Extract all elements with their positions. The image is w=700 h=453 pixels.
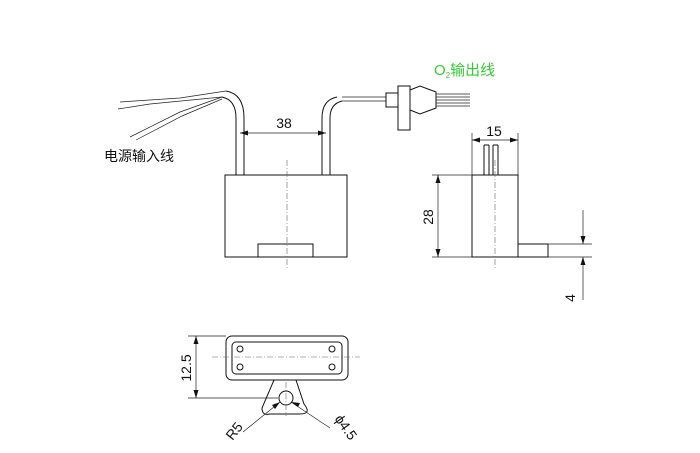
dim-body-height-label: 28: [420, 209, 436, 225]
dim-radius-label: R5: [222, 419, 246, 443]
dim-bottom-height: 12.5: [178, 335, 278, 399]
dim-tab-thickness-label: 4: [562, 294, 578, 302]
dim-lead-spacing-label: 38: [276, 115, 292, 131]
dim-lead-spacing: 38: [240, 115, 326, 136]
dim-bottom-height-label: 12.5: [178, 354, 194, 381]
mounting-tab: [261, 379, 308, 415]
output-connector: [385, 85, 470, 131]
side-tab: [517, 243, 549, 258]
bottom-view: 12.5 R5 ϕ4.5: [178, 335, 361, 443]
dim-hole-diameter-label: ϕ4.5: [332, 411, 361, 443]
power-input-label: 电源输入线: [104, 148, 174, 164]
dim-tab-thickness: 4: [548, 210, 592, 302]
side-view: 15 28 4: [420, 123, 592, 302]
left-lead: [117, 90, 245, 175]
bottom-body: [225, 335, 349, 381]
dim-hole-diameter: ϕ4.5: [290, 401, 361, 443]
dim-side-width-label: 15: [486, 123, 502, 139]
dim-radius: R5: [222, 401, 281, 443]
right-lead: [321, 96, 386, 175]
front-bottom-tab: [257, 243, 314, 258]
front-view: 38 电源输入线 O2输出线: [104, 62, 495, 270]
dim-side-width: 15: [471, 123, 519, 175]
dim-body-height: 28: [420, 174, 472, 258]
o2-output-label: O2输出线: [434, 62, 495, 80]
front-body: [224, 174, 348, 258]
